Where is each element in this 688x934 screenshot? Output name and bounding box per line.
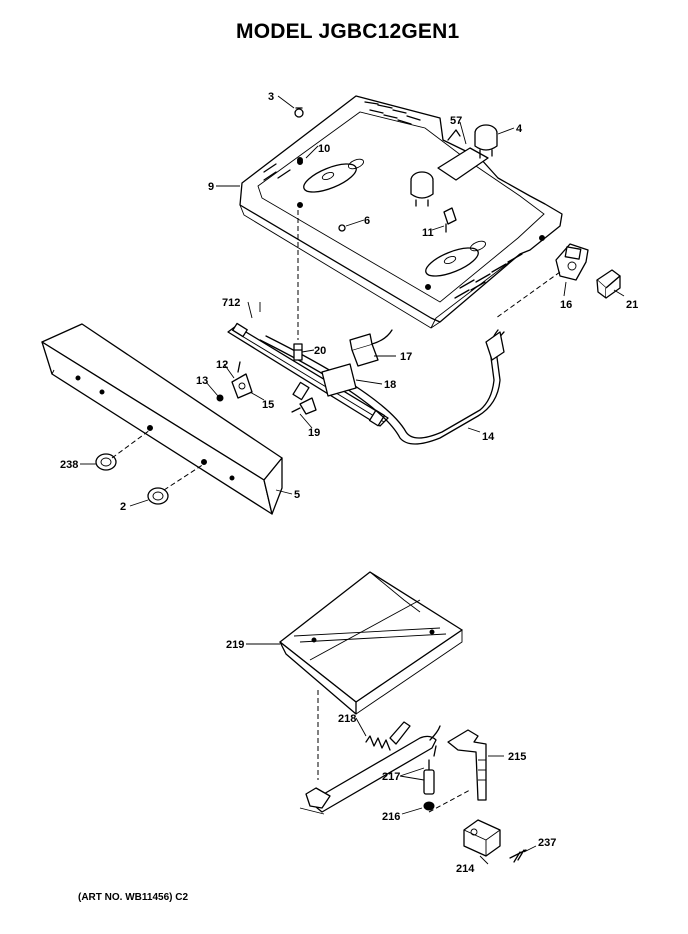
baffle-part-219: [279, 571, 463, 715]
callout-6: 6: [364, 215, 370, 227]
callout-labels: 3 57 4 10 9 6 11 16 21 712 20 17 12 13 1…: [60, 91, 638, 875]
callout-712: 712: [222, 297, 240, 309]
callout-12: 12: [216, 359, 228, 371]
broil-burner-assembly: [299, 725, 441, 815]
callout-17: 17: [400, 351, 412, 363]
callout-219: 219: [226, 639, 244, 651]
page-title: MODEL JGBC12GEN1: [236, 20, 460, 43]
knob-part-2: [147, 487, 169, 505]
callout-215: 215: [508, 751, 526, 763]
screw-part-3: [294, 107, 304, 118]
callout-9: 9: [208, 181, 214, 193]
vent-slots: [263, 101, 523, 299]
callout-13: 13: [196, 375, 208, 387]
art-number-caption: (ART NO. WB11456) C2: [78, 892, 189, 903]
electrode-part-217: [423, 745, 437, 795]
callout-20: 20: [314, 345, 326, 357]
callout-5: 5: [294, 489, 300, 501]
igniter-part-4: [410, 124, 498, 207]
callout-15: 15: [262, 399, 274, 411]
callout-11: 11: [422, 227, 434, 239]
callout-217: 217: [382, 771, 400, 783]
screw-part-12: [237, 361, 241, 373]
valve-part-15: [231, 373, 253, 399]
igniter-part-214: [463, 819, 501, 857]
control-panel-part-5: [41, 323, 283, 515]
callout-10: 10: [318, 143, 330, 155]
bracket-part-18: [321, 363, 357, 397]
nut-part-10: [297, 157, 303, 163]
callout-214: 214: [456, 863, 475, 875]
fitting-part-20: [293, 343, 303, 361]
callout-218: 218: [338, 713, 356, 725]
nut-part-216: [423, 801, 435, 811]
callout-2: 2: [120, 501, 126, 513]
callout-16: 16: [560, 299, 572, 311]
bracket-part-215: [447, 729, 487, 801]
screw-part-6: [338, 224, 346, 232]
leader-lines: [80, 95, 625, 865]
nut-part-13: [216, 394, 224, 402]
clip-part-11: [443, 207, 457, 233]
callout-3: 3: [268, 91, 274, 103]
terminal-part-21: [596, 269, 621, 299]
callout-238: 238: [60, 459, 78, 471]
bracket-part-57: [447, 129, 461, 141]
callout-216: 216: [382, 811, 400, 823]
burner-box-part-9: [239, 95, 563, 329]
callout-237: 237: [538, 837, 556, 849]
screw-part-19: [291, 407, 301, 413]
spring-part-218: [365, 721, 411, 751]
callout-19: 19: [308, 427, 320, 439]
screw-part-237: [509, 849, 527, 863]
bezel-part-238: [95, 453, 117, 471]
callout-4: 4: [516, 123, 523, 135]
relay-part-17: [349, 329, 393, 367]
callout-57: 57: [450, 115, 462, 127]
callout-21: 21: [626, 299, 638, 311]
switch-part-16: [555, 243, 589, 281]
callout-18: 18: [384, 379, 396, 391]
callout-14: 14: [482, 431, 495, 443]
